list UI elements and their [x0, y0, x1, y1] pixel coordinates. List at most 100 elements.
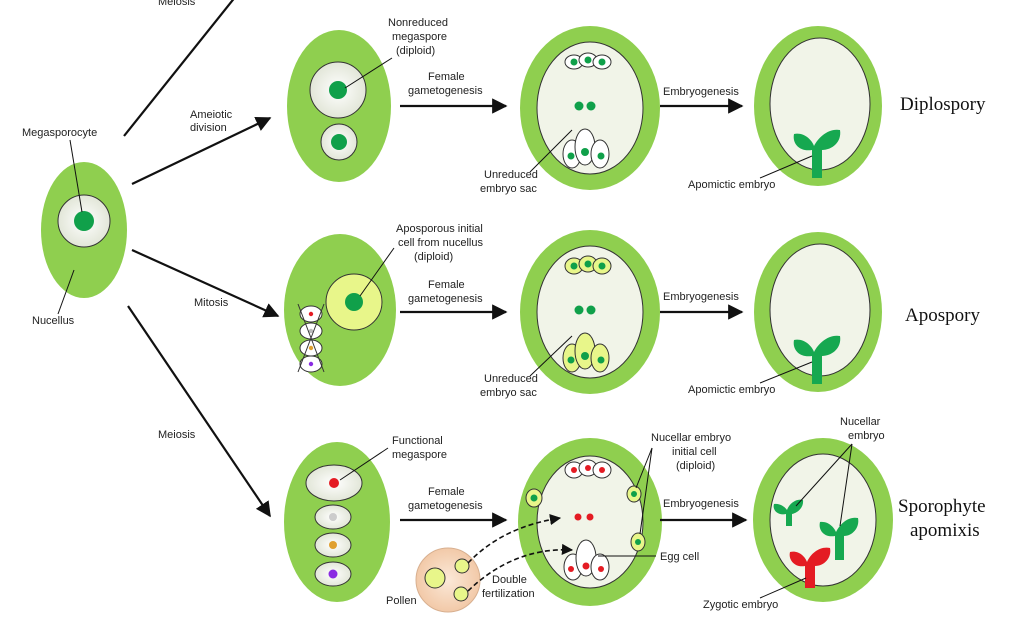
tetrad-dot-1: [308, 311, 314, 317]
embryogenesis-2: Embryogenesis: [663, 291, 739, 303]
apomictic-label-1: Apomictic embryo: [688, 179, 775, 191]
antipodal-nuc-3c: [599, 467, 605, 473]
female-gam-2a: Female: [428, 279, 465, 291]
apomictic-leader-1: [759, 155, 813, 179]
nucellar-embryo-leader-1: [795, 443, 853, 507]
nucellar-initial-leader-1: [635, 447, 653, 489]
aposporous-label-2: cell from nucellus: [398, 237, 483, 249]
unreduced-label-2a: Unreduced: [484, 373, 538, 385]
nucellar-initial-label-2: initial cell: [672, 446, 717, 458]
nucellar-embryo-label-1: Nucellar: [840, 416, 881, 428]
megasporocyte-leader: [69, 139, 83, 213]
nucellar-initial-label-3: (diploid): [676, 460, 715, 472]
second-cell-nucleus: [331, 134, 347, 150]
nucellar-embryo-small: [773, 499, 804, 526]
ameiotic-label-2: division: [190, 122, 227, 134]
polar-nucleus-3a: [574, 513, 582, 521]
source-ovule: [41, 162, 127, 298]
unreduced-leader-1: [529, 129, 573, 173]
title-sporophyte-2: apomixis: [910, 520, 980, 541]
polar-nucleus-2b: [586, 305, 596, 315]
female-gam-1a: Female: [428, 71, 465, 83]
apomictic-embryo-2: [793, 335, 841, 384]
embryogenesis-3: Embryogenesis: [663, 498, 739, 510]
aposporous-initial-nucleus: [345, 293, 363, 311]
megasporocyte-label: Megasporocyte: [22, 127, 97, 139]
branch-arrow-meiosis-top: [123, 0, 235, 137]
aposporous-label-1: Aposporous initial: [396, 223, 483, 235]
sperm-cell-3: [453, 586, 469, 602]
fertilization-path-1: [467, 514, 562, 564]
female-gam-2b: gametogenesis: [408, 293, 483, 305]
antipodal-nuc-1c: [598, 58, 606, 66]
antipodal-nuc-2a: [570, 262, 578, 270]
syn-nuc-3b: [598, 566, 604, 572]
branch-arrow-meiosis-bottom: [127, 305, 271, 518]
syn-nuc-1b: [597, 152, 605, 160]
syn-nuc-3a: [568, 566, 574, 572]
polar-nucleus-3b: [586, 513, 594, 521]
polar-nucleus-2a: [574, 305, 584, 315]
nucellar-initial-label-1: Nucellar embryo: [651, 432, 731, 444]
aposporous-label-3: (diploid): [414, 251, 453, 263]
nonreduced-label-3: (diploid): [396, 45, 435, 57]
branch-arrow-mitosis: [131, 248, 280, 318]
nonreduced-megaspore-nucleus: [329, 81, 347, 99]
row-diplospory: Nonreduced megaspore (diploid) Female ga…: [287, 17, 986, 195]
tetrad-dot-4: [308, 361, 314, 367]
sperm-cell-1: [424, 567, 446, 589]
unreduced-label-1b: embryo sac: [480, 183, 537, 195]
syn-nuc-2b: [597, 356, 605, 364]
polar-nucleus-1a: [574, 101, 584, 111]
nonreduced-leader: [344, 57, 393, 89]
nonreduced-label-1: Nonreduced: [388, 17, 448, 29]
tetrad-dot-2: [308, 328, 314, 334]
apomictic-leader-2: [759, 361, 813, 384]
antipodal-nuc-3b: [585, 465, 591, 471]
meiosis-top-label: Meiosis: [158, 0, 196, 8]
nucellar-initial-left-nuc: [530, 494, 538, 502]
degenerate-nuc-2: [329, 541, 337, 549]
antipodal-nuc-1a: [570, 58, 578, 66]
female-gam-3b: gametogenesis: [408, 500, 483, 512]
row-sporophyte-apomixis: Functional megaspore Female gametogenesi…: [284, 416, 986, 613]
nonreduced-label-2: megaspore: [392, 31, 447, 43]
sperm-cell-2: [454, 558, 470, 574]
unreduced-label-1a: Unreduced: [484, 169, 538, 181]
unreduced-leader-2: [529, 335, 573, 377]
branch-arrow-ameiotic: [131, 117, 272, 185]
megasporocyte-nucleus: [74, 211, 94, 231]
nucellar-embryo-leader-2: [839, 443, 853, 527]
polar-nucleus-1b: [586, 101, 596, 111]
nucellar-embryo-label-2: embryo: [848, 430, 885, 442]
pollen-label: Pollen: [386, 595, 417, 607]
title-diplospory: Diplospory: [900, 94, 986, 115]
zygotic-embryo-label: Zygotic embryo: [703, 599, 778, 611]
zygotic-embryo-leader: [759, 577, 807, 599]
aposporous-leader: [359, 247, 395, 297]
apomictic-label-2: Apomictic embryo: [688, 384, 775, 396]
antipodal-nuc-1b: [584, 56, 592, 64]
functional-label-1: Functional: [392, 435, 443, 447]
egg-nuc-2: [581, 352, 589, 360]
female-gam-3a: Female: [428, 486, 465, 498]
embryogenesis-1: Embryogenesis: [663, 86, 739, 98]
syn-nuc-1a: [567, 152, 575, 160]
egg-nuc-3: [582, 562, 590, 570]
female-gam-1b: gametogenesis: [408, 85, 483, 97]
mature-sac-3: [769, 453, 877, 587]
ameiotic-label-1: Ameiotic: [190, 109, 233, 121]
functional-megaspore-nucleus: [329, 478, 339, 488]
mitosis-label: Mitosis: [194, 297, 229, 309]
degenerate-nuc-3: [328, 569, 338, 579]
unreduced-label-2b: embryo sac: [480, 387, 537, 399]
double-fert-label-1: Double: [492, 574, 527, 586]
title-apospory: Apospory: [905, 305, 980, 326]
nucellar-embryo-large: [819, 517, 859, 560]
antipodal-nuc-3a: [571, 467, 577, 473]
row-apospory: Aposporous initial cell from nucellus (d…: [284, 223, 980, 399]
functional-label-2: megaspore: [392, 449, 447, 461]
nucellar-initial-right-2-nuc: [635, 539, 641, 545]
nucellus-label: Nucellus: [32, 315, 75, 327]
